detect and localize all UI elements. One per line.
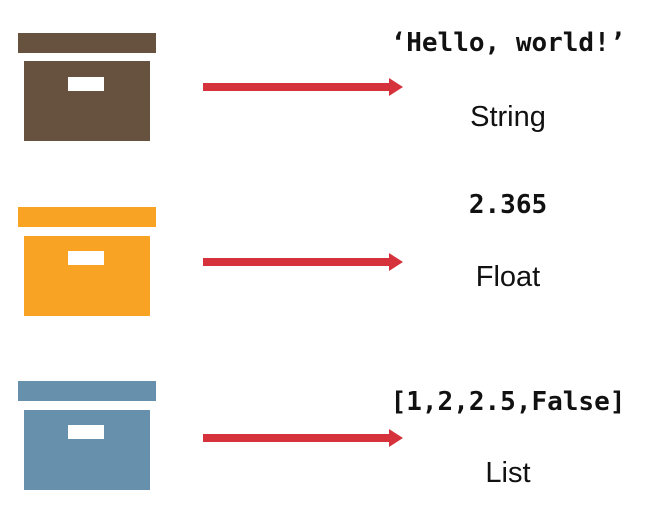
box-lid: [18, 33, 156, 53]
box-lid: [18, 381, 156, 401]
value-text: [1,2,2.5,False]: [390, 387, 626, 417]
box-label-slot: [68, 77, 104, 91]
type-label: List: [485, 457, 531, 489]
box-lid: [18, 207, 156, 227]
box-icon: [24, 410, 150, 490]
box-label-slot: [68, 425, 104, 439]
type-label: Float: [475, 261, 541, 293]
value-text: 2.365: [468, 190, 548, 220]
type-label: String: [470, 101, 546, 133]
arrow-icon: [203, 78, 403, 96]
value-text: ‘Hello, world!’: [390, 28, 626, 58]
arrow-icon: [203, 429, 403, 447]
box-icon: [24, 236, 150, 316]
box-label-slot: [68, 251, 104, 265]
arrow-icon: [203, 253, 403, 271]
box-icon: [24, 61, 150, 141]
